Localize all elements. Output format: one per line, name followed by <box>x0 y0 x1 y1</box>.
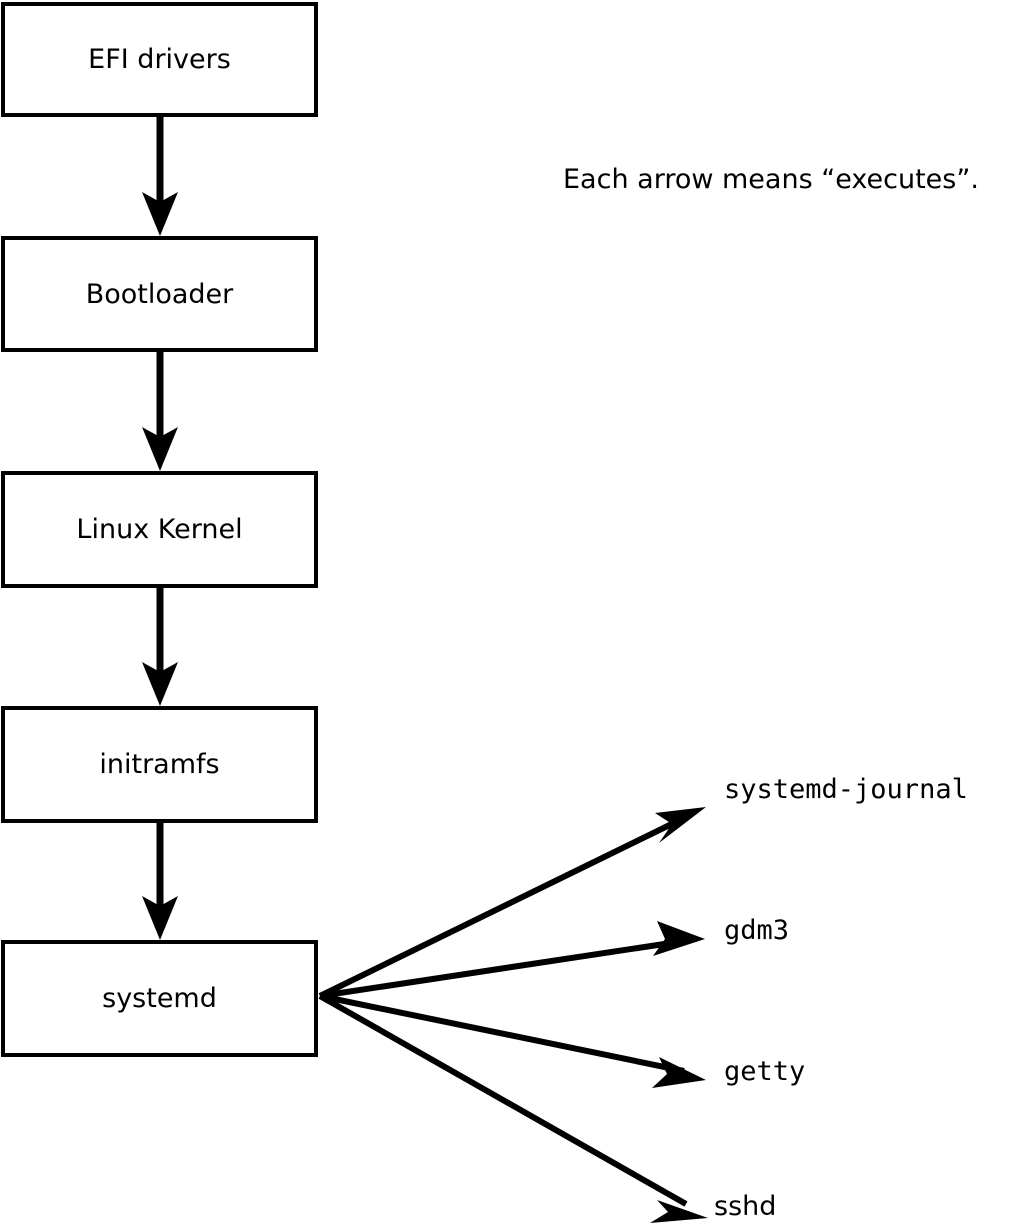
arrow-systemd-to-gdm3 <box>319 921 705 999</box>
leaf-label-getty[interactable]: getty <box>724 1056 806 1087</box>
arrow-systemd-to-getty <box>319 993 706 1088</box>
node-linux-kernel-label: Linux Kernel <box>76 514 243 545</box>
arrow-linux-kernel-to-initramfs <box>142 588 178 706</box>
arrow-systemd-to-sshd <box>318 993 708 1223</box>
leaf-label-systemd-journal[interactable]: systemd-journal <box>724 774 968 805</box>
node-systemd-label: systemd <box>102 983 217 1014</box>
legend-note: Each arrow means “executes”. <box>563 164 979 195</box>
leaf-label-sshd[interactable]: sshd <box>714 1191 777 1222</box>
arrow-efi-drivers-to-bootloader <box>142 117 178 236</box>
node-initramfs-label: initramfs <box>99 749 220 780</box>
arrow-systemd-to-systemd-journal <box>318 807 706 999</box>
arrow-bootloader-to-linux-kernel <box>142 352 178 471</box>
node-systemd[interactable]: systemd <box>1 940 318 1057</box>
node-bootloader[interactable]: Bootloader <box>1 236 318 352</box>
node-initramfs[interactable]: initramfs <box>1 706 318 823</box>
node-linux-kernel[interactable]: Linux Kernel <box>1 471 318 588</box>
node-efi-drivers[interactable]: EFI drivers <box>1 2 318 117</box>
leaf-label-gdm3[interactable]: gdm3 <box>724 915 790 946</box>
arrow-initramfs-to-systemd <box>142 823 178 940</box>
node-efi-drivers-label: EFI drivers <box>88 44 231 75</box>
node-bootloader-label: Bootloader <box>85 278 234 310</box>
